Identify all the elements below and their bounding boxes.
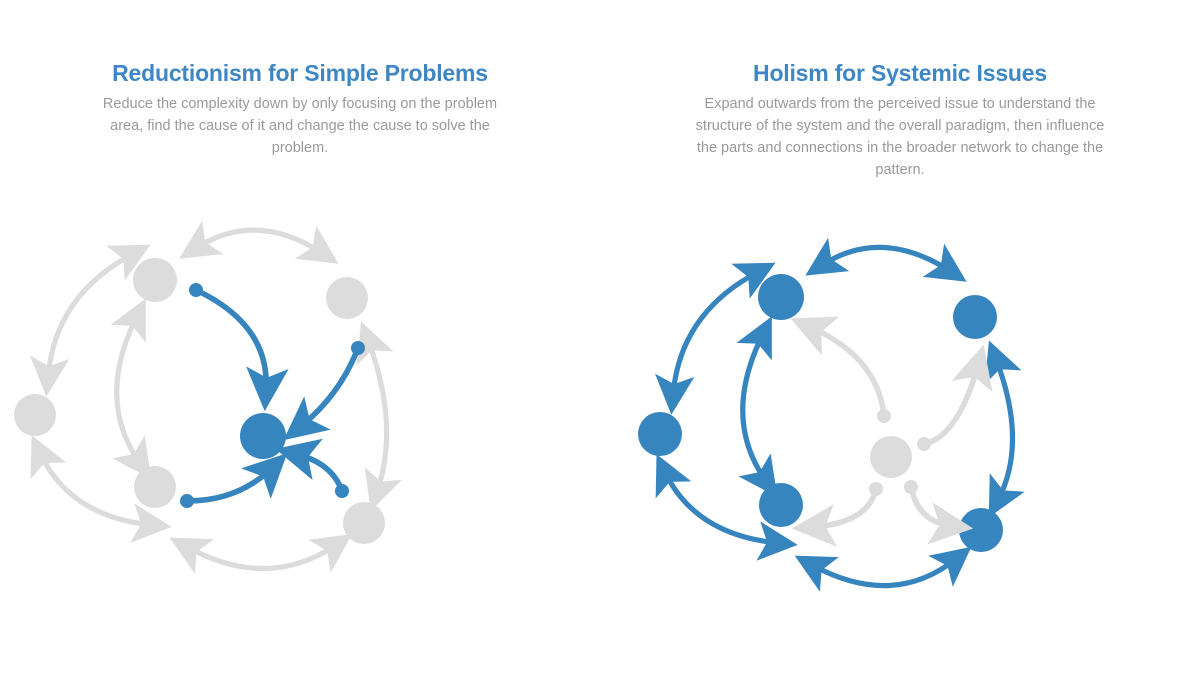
arc-inner-left (736, 316, 778, 498)
ring-arcs-blue (655, 237, 1025, 592)
radial-source-dots (180, 283, 365, 508)
node-top-right (953, 295, 997, 339)
node-bottom-right (959, 508, 1003, 552)
radial-to-right (921, 344, 993, 447)
panel-reductionism: Reductionism for Simple Problems Reduce … (0, 58, 600, 625)
dot-top (189, 283, 203, 297)
node-bottom-right (343, 502, 385, 544)
ring-arcs-gray (30, 220, 403, 574)
radial-to-top (790, 316, 887, 419)
arc-inner-left (110, 298, 152, 480)
arc-lower-left (30, 435, 172, 543)
node-top-left (133, 258, 177, 302)
radial-from-bottom-right (275, 438, 345, 494)
arc-lower-left (655, 454, 798, 561)
panel-header-left: Reductionism for Simple Problems Reduce … (0, 58, 600, 159)
outer-nodes-gray (14, 258, 385, 544)
radial-links-blue (184, 287, 361, 504)
radial-from-right (283, 345, 361, 441)
panel-subtitle-reductionism: Reduce the complexity down by only focus… (102, 96, 498, 156)
panel-subtitle-holism: Expand outwards from the perceived issue… (695, 96, 1105, 178)
node-left (638, 412, 682, 456)
arc-bottom (794, 546, 972, 592)
dot-bottom-right (335, 484, 349, 498)
diagram-reductionism (0, 195, 600, 625)
dot-right (917, 437, 931, 451)
diagram-holism (600, 195, 1200, 625)
node-top-right (326, 277, 368, 319)
panel-header-right: Holism for Systemic Issues Expand outwar… (600, 58, 1200, 181)
radial-to-bottom-left (791, 486, 879, 547)
node-bottom-left (134, 466, 176, 508)
dot-bottom-left (180, 494, 194, 508)
dot-top (877, 409, 891, 423)
radial-from-bottom-left (184, 453, 288, 504)
node-bottom-left (759, 483, 803, 527)
node-left (14, 394, 56, 436)
center-node-perceived-issue (870, 436, 912, 478)
dot-bottom-right (904, 480, 918, 494)
page-title-reductionism: Reductionism for Simple Problems (112, 60, 488, 86)
arc-right (984, 340, 1025, 518)
radial-to-bottom-right (908, 484, 974, 545)
dot-bottom-left (869, 482, 883, 496)
radial-links-gray (790, 316, 993, 547)
node-top-left (758, 274, 804, 320)
arc-top (805, 237, 967, 282)
arc-upper-left (655, 262, 776, 415)
panel-holism: Holism for Systemic Issues Expand outwar… (600, 0, 1200, 675)
dot-right (351, 341, 365, 355)
center-node-focus (240, 413, 286, 459)
page-title-holism: Holism for Systemic Issues (753, 60, 1047, 86)
radial-source-dots (869, 409, 931, 496)
arc-right (356, 321, 403, 511)
arc-bottom (169, 533, 353, 574)
arc-upper-left (30, 244, 151, 397)
radial-from-top (193, 287, 289, 412)
arc-top (179, 220, 339, 264)
